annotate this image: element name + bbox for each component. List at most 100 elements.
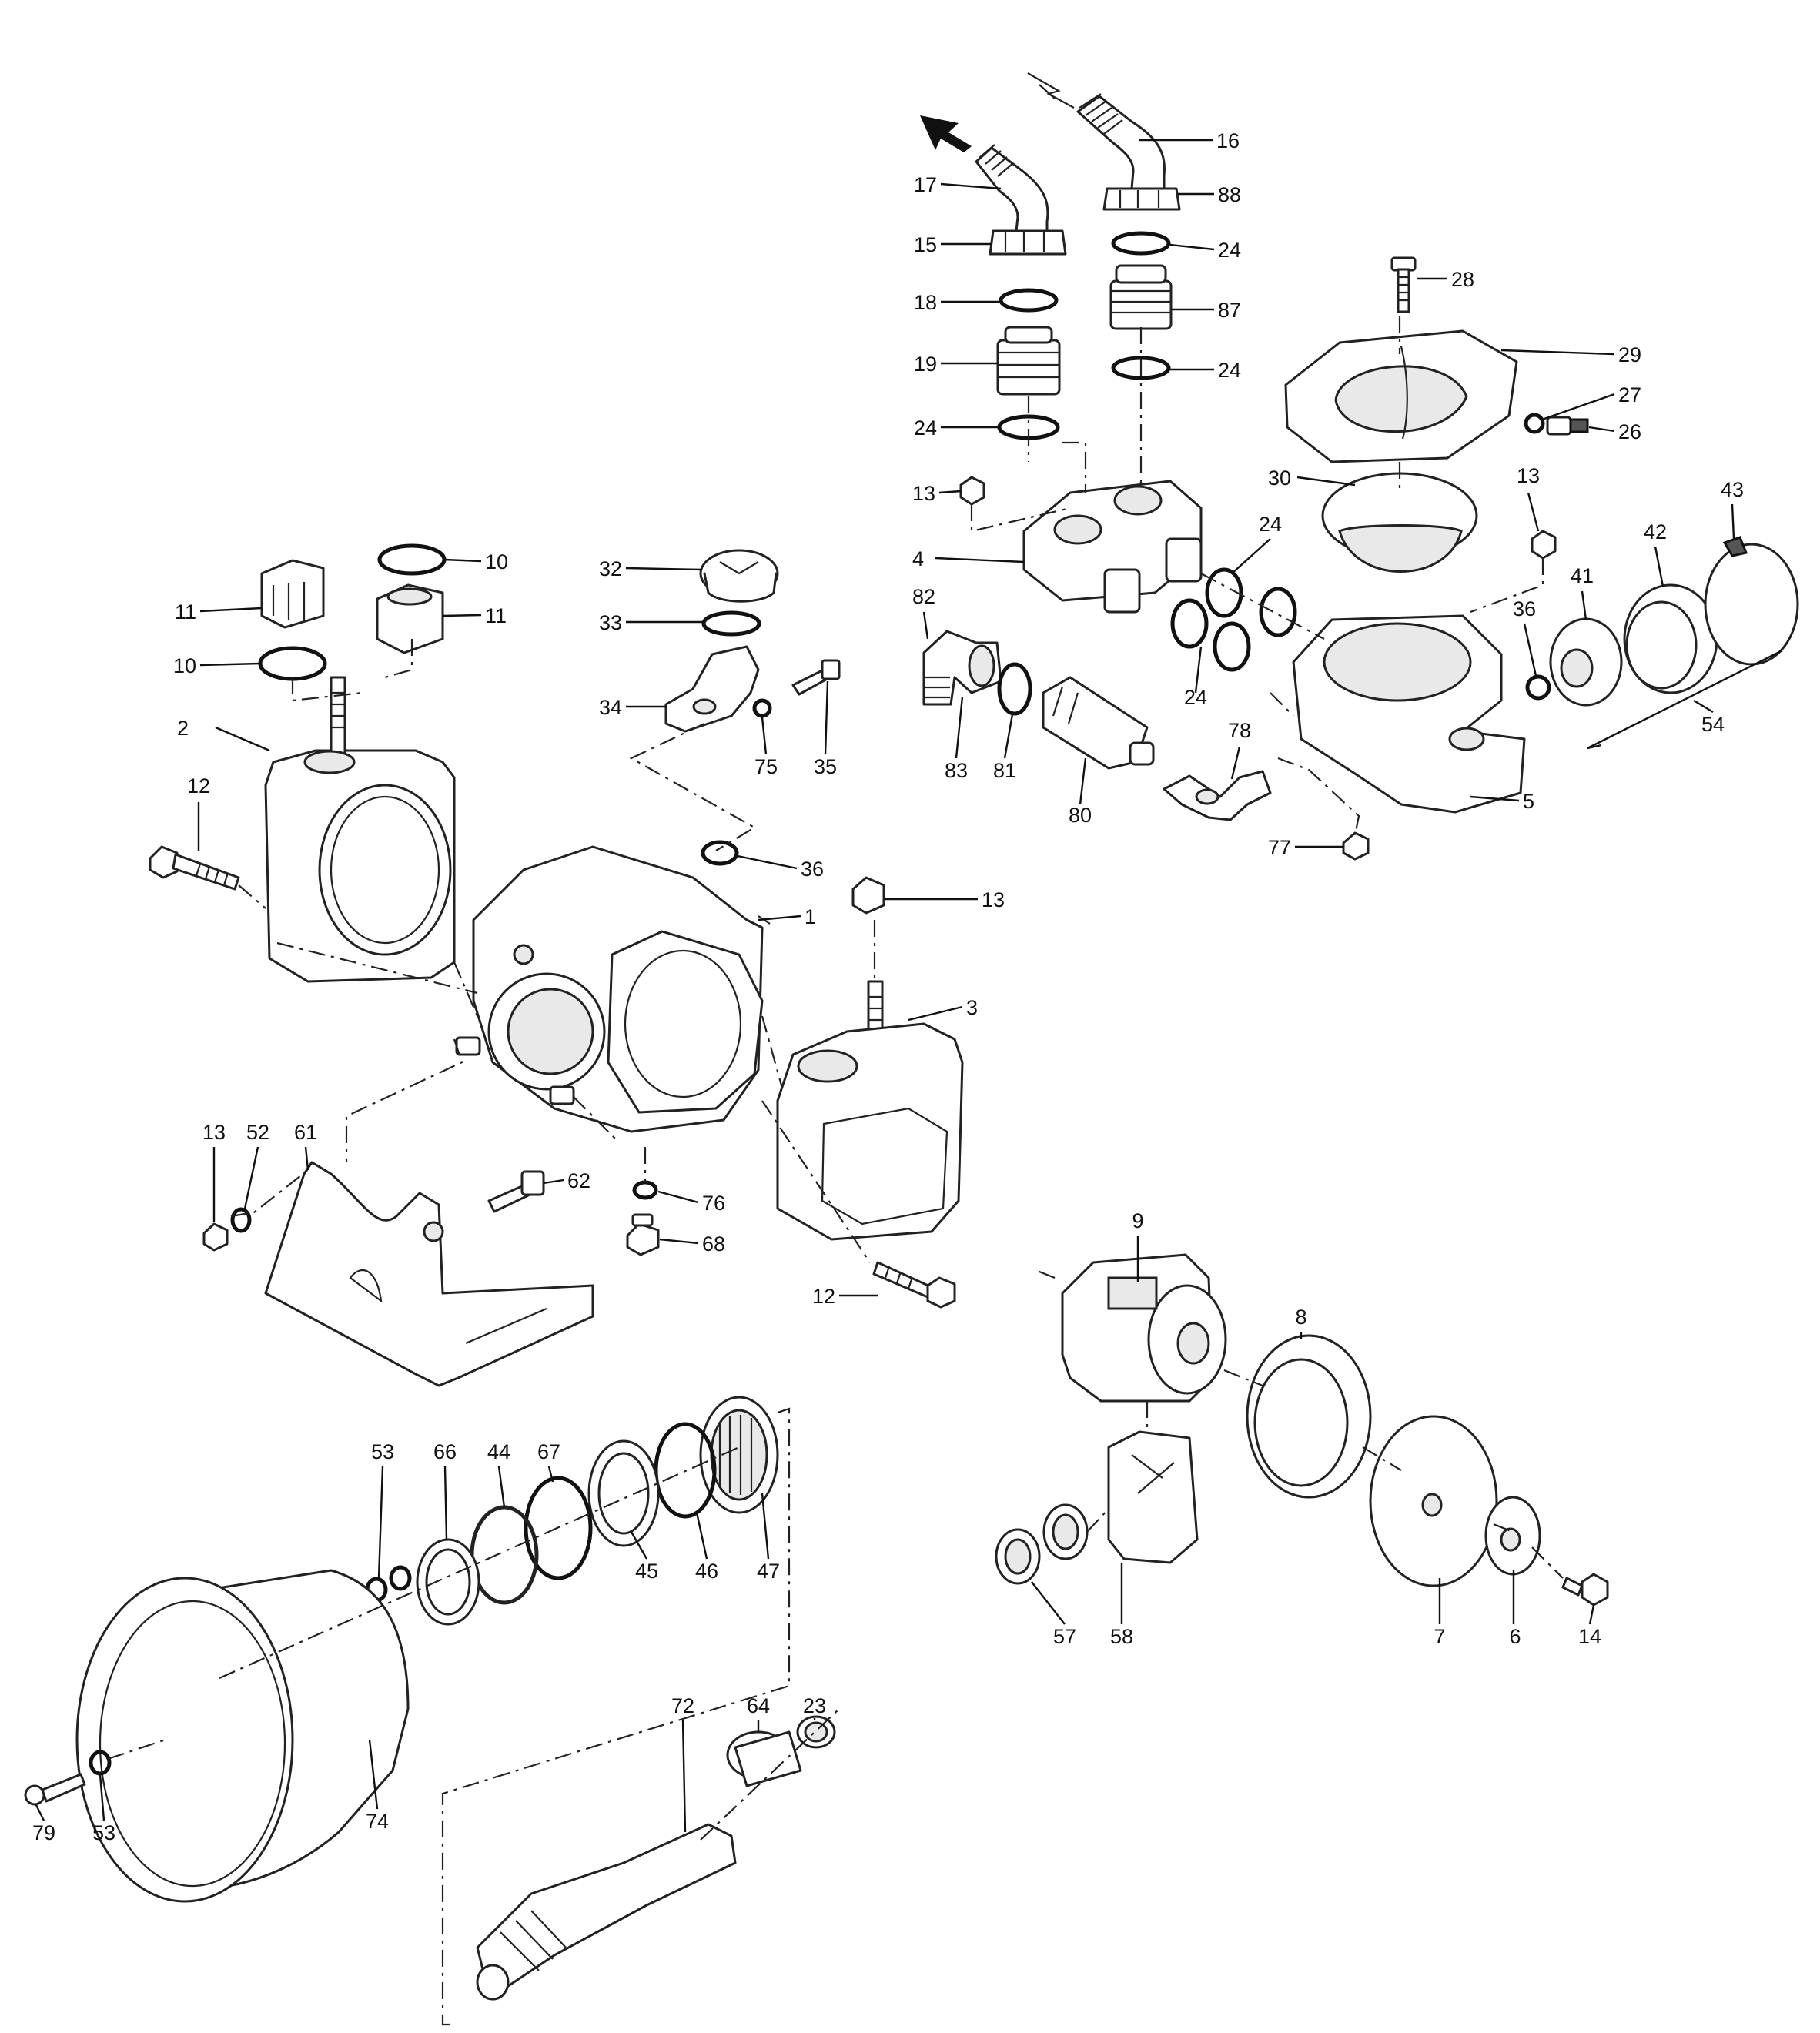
- accumulator-valve-41: [1549, 617, 1623, 707]
- leader-line-p80: [1079, 757, 1087, 805]
- threaded-nipple: [1109, 264, 1173, 330]
- inlet-flow-arrow: [1027, 72, 1075, 109]
- part-number-label: 13: [1517, 464, 1540, 487]
- oring-76: [632, 1180, 658, 1200]
- part-number-label: 72: [671, 1694, 694, 1717]
- leader-line-p36a: [737, 854, 798, 870]
- leader-line-p2: [215, 726, 270, 752]
- part-number-label: 77: [1268, 836, 1291, 859]
- leader-line-p46: [695, 1512, 708, 1560]
- part-number-label: 34: [599, 696, 622, 719]
- seal-ring-24-c: [1170, 598, 1209, 649]
- part-number-label: 27: [1618, 383, 1641, 406]
- hose-elbow-82: [922, 630, 1002, 706]
- leader-line-p24d: [1231, 538, 1271, 574]
- oring-36-head: [1525, 674, 1551, 701]
- crosshead-9: [1061, 1253, 1227, 1403]
- part-number-label: 16: [1216, 129, 1240, 152]
- part-number-label: 47: [757, 1560, 780, 1583]
- seal-ring-18: [999, 288, 1059, 313]
- leader-line-p11a: [199, 607, 263, 613]
- nut-13-bracket: [202, 1222, 229, 1252]
- part-number-label: 24: [1259, 513, 1282, 536]
- leader-line-p10b: [199, 662, 261, 667]
- piston-ring-8: [1246, 1334, 1372, 1499]
- part-number-label: 36: [1513, 597, 1536, 620]
- part-number-label: 5: [1523, 790, 1534, 813]
- valve-cartridge-11-left: [260, 559, 325, 629]
- mounting-bracket-61: [264, 1161, 594, 1387]
- part-number-label: 24: [914, 416, 937, 440]
- crankshaft-72: [476, 1823, 737, 2001]
- washer-27: [1524, 413, 1545, 434]
- leader-line-p24e: [1194, 646, 1203, 694]
- part-number-label: 4: [912, 547, 924, 570]
- part-number-label: 6: [1509, 1625, 1521, 1648]
- part-number-label: 10: [173, 654, 196, 677]
- part-number-label: 61: [294, 1121, 317, 1144]
- outlet-threaded-nipple: [996, 326, 1061, 396]
- nut-13-manifold: [959, 476, 985, 506]
- leader-line-p83: [955, 696, 964, 759]
- oring-67: [524, 1476, 593, 1580]
- oring-36-crankcase: [701, 840, 739, 866]
- seal-45: [587, 1439, 660, 1547]
- leader-line-p81: [1003, 714, 1014, 759]
- leader-line-p29: [1500, 349, 1615, 356]
- valve-body-80: [1042, 676, 1155, 770]
- part-number-label: 58: [1110, 1625, 1133, 1648]
- part-number-label: 9: [1132, 1209, 1143, 1232]
- part-number-label: 33: [599, 611, 622, 634]
- part-number-label: 81: [993, 759, 1016, 782]
- leader-line-p10a: [443, 558, 482, 563]
- needle-bearing-57a: [995, 1528, 1041, 1585]
- part-number-label: 76: [702, 1192, 725, 1215]
- accumulator-ring-42: [1623, 583, 1718, 694]
- leader-line-p44: [497, 1466, 506, 1508]
- part-number-label: 36: [801, 858, 824, 881]
- leader-line-p4: [935, 557, 1025, 563]
- needle-bearing-57b: [1042, 1503, 1089, 1560]
- part-number-label: 23: [803, 1694, 826, 1717]
- pump-head-5: [1292, 614, 1526, 814]
- leader-line-p26: [1588, 426, 1615, 433]
- snap-ring-44: [470, 1505, 539, 1605]
- washer-53-b: [389, 1565, 412, 1591]
- oring-10-left: [258, 646, 327, 681]
- leader-line-p36b: [1523, 623, 1537, 677]
- leader-line-p79: [35, 1804, 45, 1821]
- crankcase-1: [455, 845, 764, 1133]
- leader-line-p82: [922, 611, 929, 640]
- part-number-label: 54: [1701, 713, 1725, 736]
- seal-ring-24-d: [1213, 621, 1251, 672]
- seal-ring-24-top: [1111, 231, 1171, 256]
- leader-line-p62: [543, 1179, 564, 1185]
- part-number-label: 12: [812, 1285, 835, 1308]
- breather-34: [664, 645, 760, 733]
- leader-line-p1: [758, 915, 801, 921]
- part-number-label: 66: [433, 1440, 457, 1463]
- outlet-elbow-fitting: [975, 144, 1049, 232]
- part-number-label: 57: [1053, 1625, 1076, 1648]
- leader-line-p67: [547, 1466, 554, 1483]
- leader-line-p68: [659, 1238, 699, 1245]
- seal-ring-24-a: [1205, 567, 1243, 618]
- part-number-label: 79: [32, 1821, 55, 1844]
- part-number-label: 53: [92, 1821, 115, 1844]
- leader-line-p57: [1031, 1581, 1066, 1625]
- part-number-label: 13: [202, 1121, 226, 1144]
- part-number-label: 53: [371, 1440, 394, 1463]
- bushing-64: [726, 1730, 802, 1787]
- plug-77: [1342, 831, 1370, 861]
- housing-cover-74: [75, 1569, 410, 1903]
- leader-line-p3: [908, 1005, 963, 1022]
- diaphragm-30: [1321, 472, 1478, 573]
- oring-33: [701, 610, 761, 637]
- drain-plug-68: [626, 1213, 660, 1256]
- screw-79: [24, 1773, 86, 1806]
- leader-line-p13a: [938, 490, 962, 494]
- leader-line-p74: [368, 1739, 379, 1810]
- part-number-label: 29: [1618, 343, 1641, 366]
- nut-13-right: [851, 876, 885, 915]
